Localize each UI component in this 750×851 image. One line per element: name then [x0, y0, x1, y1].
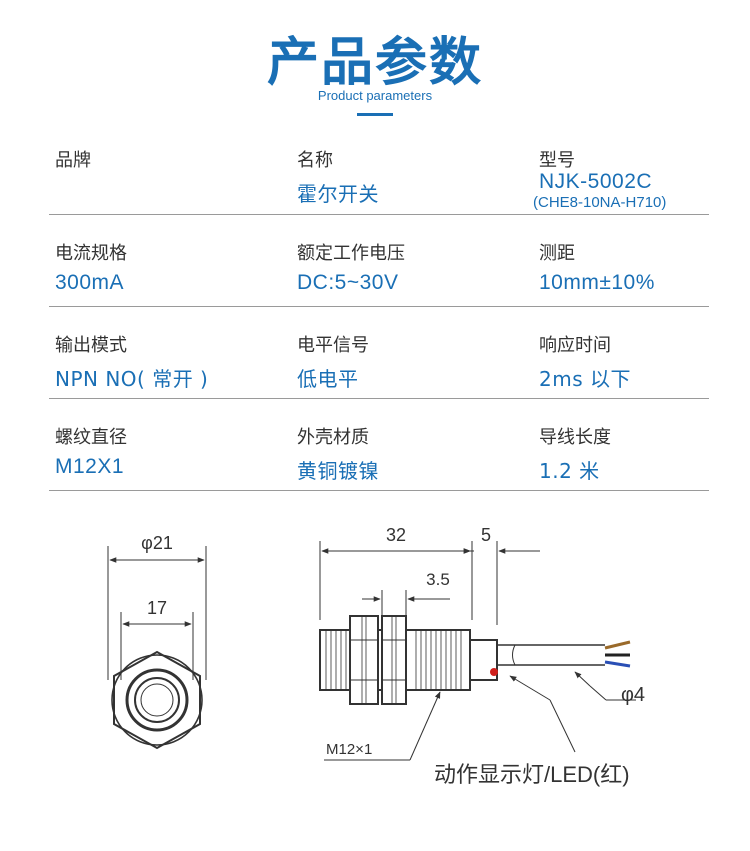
table-row: 品牌 名称 霍尔开关 型号 NJK-5002C (CHE8-10NA-H710)	[49, 122, 709, 215]
dim-length: 32	[386, 525, 406, 545]
param-label: 导线长度	[539, 427, 611, 448]
param-label: 螺纹直径	[55, 427, 127, 448]
param-label: 输出模式	[55, 335, 127, 356]
wire-brown	[604, 640, 631, 650]
dim-tail: 5	[481, 525, 491, 545]
param-label: 型号	[539, 150, 575, 171]
side-view	[319, 541, 636, 705]
page-title: 产品参数	[266, 33, 483, 93]
param-value: 10mm±10%	[539, 271, 655, 294]
led-label: 动作显示灯/LED(红)	[434, 762, 630, 787]
param-label: 外壳材质	[297, 427, 369, 448]
dim-front-outer: φ21	[141, 533, 173, 553]
param-label: 品牌	[55, 150, 91, 171]
param-label: 额定工作电压	[297, 243, 405, 264]
param-value-sub: (CHE8-10NA-H710)	[533, 194, 667, 211]
table-row: 电流规格 300mA 额定工作电压 DC:5~30V 测距 10mm±10%	[49, 215, 709, 307]
param-value: DC:5~30V	[297, 271, 399, 294]
table-row: 输出模式 NPN NO( 常开 ) 电平信号 低电平 响应时间 2ms 以下	[49, 307, 709, 399]
led-indicator	[490, 668, 498, 676]
param-value: 1.2 米	[539, 459, 600, 483]
param-value: NJK-5002C	[539, 170, 653, 193]
thread-label: M12×1	[326, 741, 372, 758]
param-label: 电流规格	[55, 243, 127, 264]
param-label: 名称	[297, 150, 333, 171]
dim-nut: 3.5	[426, 570, 450, 589]
dim-front-inner: 17	[147, 598, 167, 618]
param-value: 低电平	[297, 367, 359, 391]
title-underline	[357, 113, 393, 116]
wire-blue	[604, 660, 631, 668]
param-label: 测距	[539, 243, 575, 264]
param-value: 2ms 以下	[539, 367, 631, 391]
param-value: 300mA	[55, 271, 125, 294]
param-value: M12X1	[55, 455, 125, 478]
param-label: 响应时间	[539, 335, 611, 356]
parameter-table: 品牌 名称 霍尔开关 型号 NJK-5002C (CHE8-10NA-H710)…	[49, 122, 709, 491]
front-view	[107, 546, 207, 750]
param-value: NPN NO( 常开 )	[55, 367, 209, 391]
dim-cable: φ4	[621, 684, 645, 706]
table-row: 螺纹直径 M12X1 外壳材质 黄铜镀镍 导线长度 1.2 米	[49, 399, 709, 491]
page-subtitle: Product parameters	[317, 88, 433, 103]
param-value: 霍尔开关	[297, 182, 379, 206]
param-label: 电平信号	[297, 335, 369, 356]
param-value: 黄铜镀镍	[297, 459, 379, 483]
